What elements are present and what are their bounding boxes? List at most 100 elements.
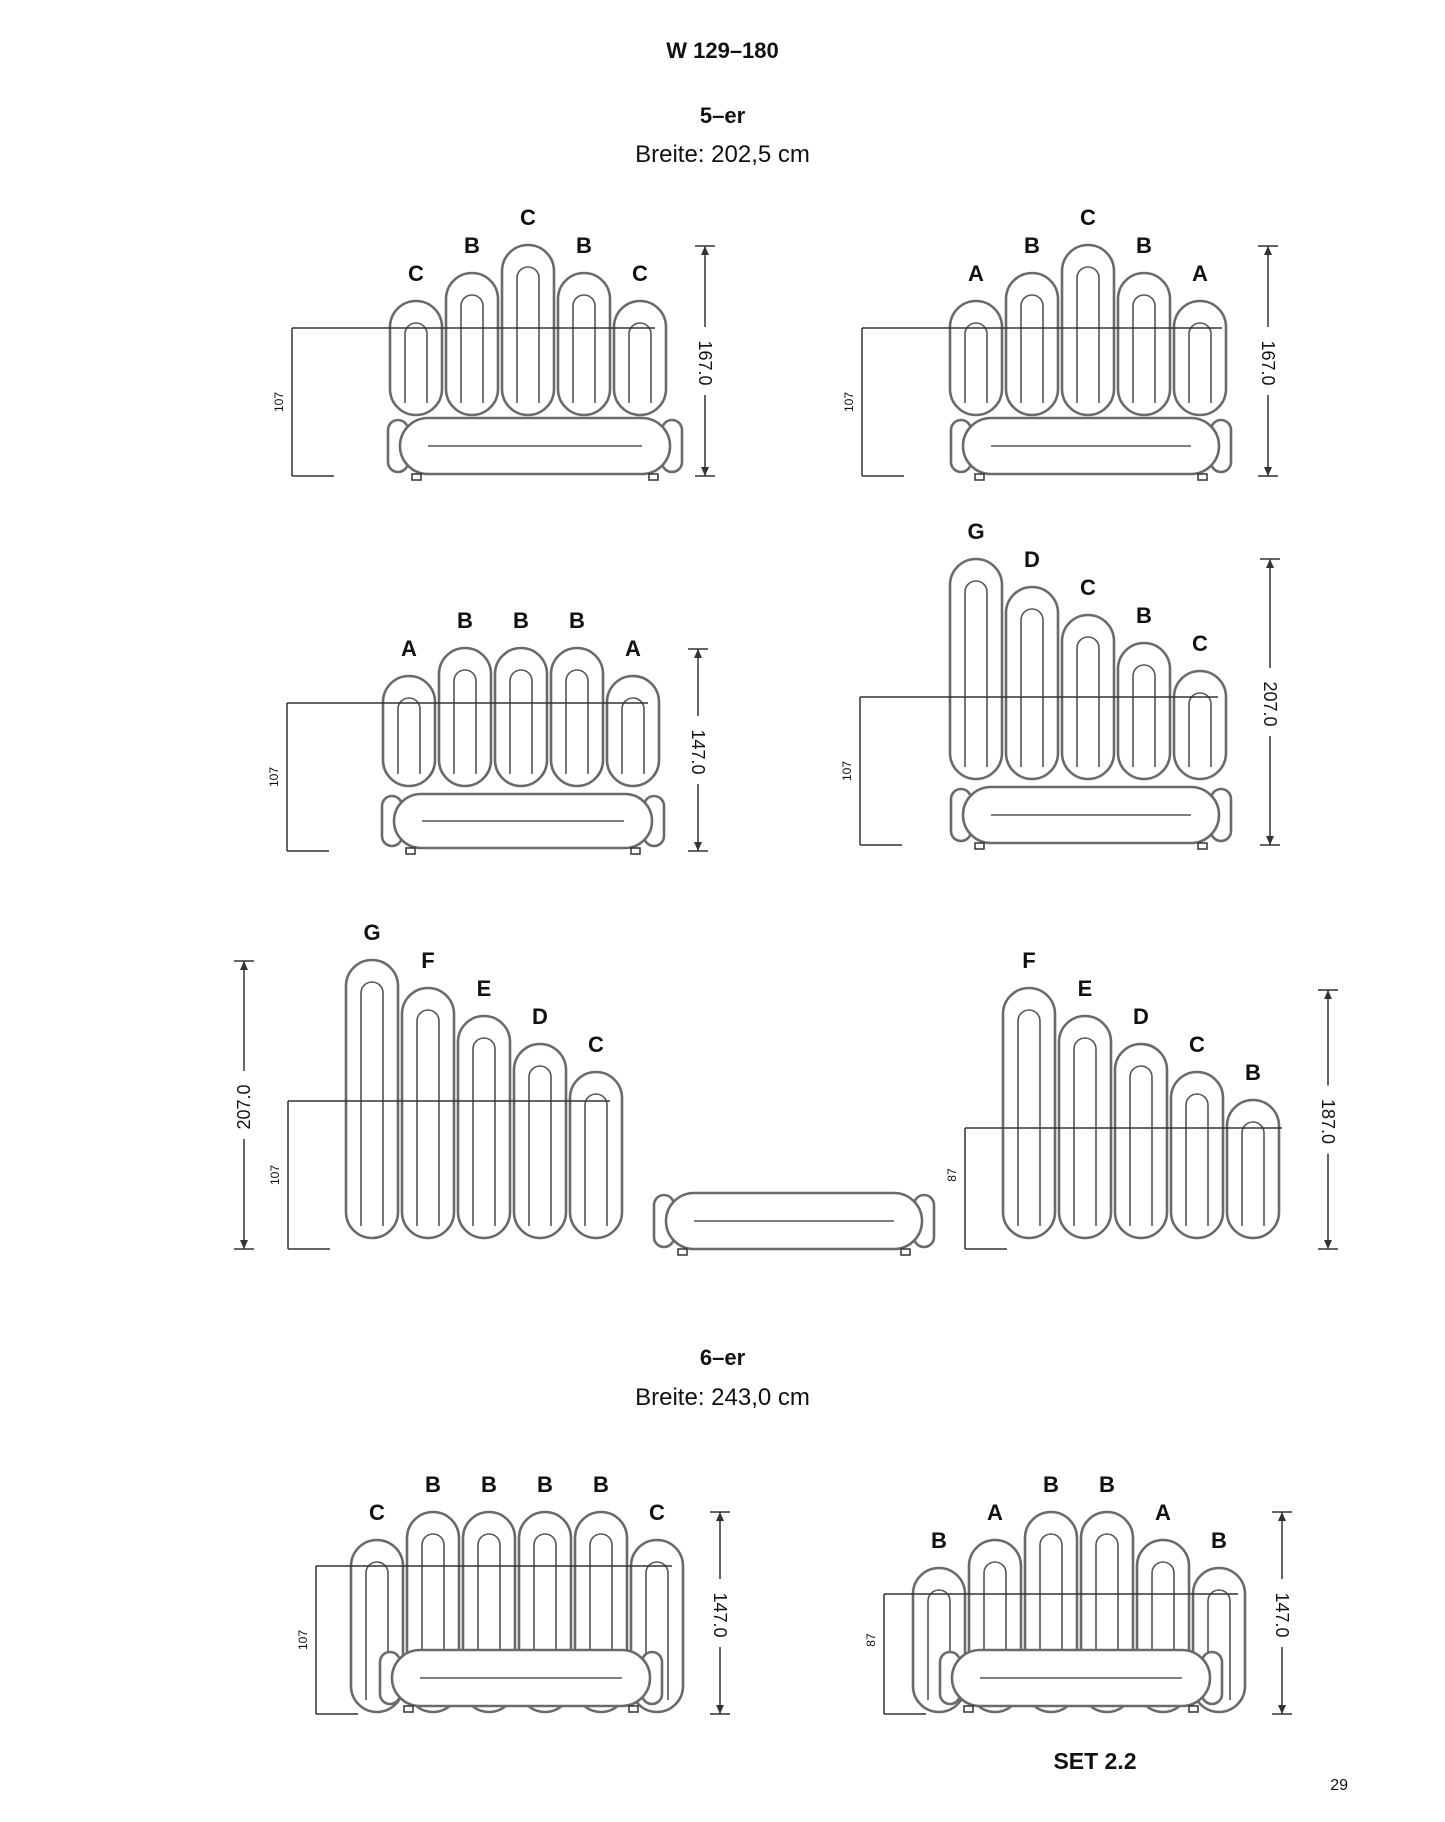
cushion-seam xyxy=(1076,266,1100,403)
backrest-cushion xyxy=(456,1014,512,1240)
cushion-label: F xyxy=(421,948,434,973)
cushion-seam xyxy=(1129,1065,1153,1226)
seat-height-label: 87 xyxy=(864,1633,878,1647)
arrow-head xyxy=(1324,1240,1332,1249)
sofa-foot xyxy=(1197,473,1208,481)
cushion-seam xyxy=(1039,1533,1063,1700)
sofa-foot xyxy=(411,473,422,481)
cushion-seam xyxy=(1188,322,1212,403)
backrest-cushion xyxy=(1172,299,1228,417)
cushion-seam xyxy=(460,294,484,403)
backrest-cushion xyxy=(605,674,661,788)
arrow-head xyxy=(1264,246,1272,255)
cushion-seam xyxy=(453,669,477,774)
backrest-cushion xyxy=(1060,243,1116,417)
cushion-label: B xyxy=(1099,1472,1115,1497)
backrest-cushion xyxy=(388,299,444,417)
arrow-head xyxy=(1278,1705,1286,1714)
label-bg xyxy=(1316,1085,1340,1154)
cushion-label: C xyxy=(649,1500,665,1525)
cushion-seam xyxy=(416,1009,440,1226)
seat-height-label: 107 xyxy=(842,392,856,412)
sofa-foot xyxy=(677,1248,688,1256)
backrest-cushion xyxy=(381,674,437,788)
cushion-label: C xyxy=(369,1500,385,1525)
cushion-label: B xyxy=(1245,1060,1261,1085)
cushion-label: B xyxy=(576,233,592,258)
page-title: W 129–180 xyxy=(666,38,779,63)
cushion-seam xyxy=(472,1037,496,1226)
arrow-head xyxy=(716,1512,724,1521)
cushion-label: C xyxy=(1080,205,1096,230)
cushion-label: B xyxy=(1136,603,1152,628)
backrest-cushion xyxy=(400,986,456,1240)
backrest-cushion xyxy=(1004,271,1060,417)
cushion-seam xyxy=(360,981,384,1226)
label-bg xyxy=(1258,668,1282,736)
cushion-label: A xyxy=(625,636,641,661)
height-label: 147.0 xyxy=(710,1592,730,1637)
backrest-cushion xyxy=(444,271,500,417)
cushion-label: F xyxy=(1022,948,1035,973)
height-label: 167.0 xyxy=(695,340,715,385)
backrest-cushion xyxy=(1169,1070,1225,1240)
cushion-seam xyxy=(477,1533,501,1700)
backrest-cushion xyxy=(549,646,605,788)
cushion-label: A xyxy=(1155,1500,1171,1525)
cushion-seam xyxy=(964,322,988,403)
backrest-cushion xyxy=(1057,1014,1113,1240)
seat-height-label: 107 xyxy=(267,767,281,787)
cushion-label: B xyxy=(1024,233,1040,258)
cushion-label: G xyxy=(967,519,984,544)
cushion-label: B xyxy=(513,608,529,633)
cushion-seam xyxy=(964,580,988,767)
height-label: 147.0 xyxy=(1272,1592,1292,1637)
label-bg xyxy=(1270,1579,1294,1647)
label-bg xyxy=(232,1071,256,1139)
cushion-label: C xyxy=(1189,1032,1205,1057)
backrest-cushion xyxy=(500,243,556,417)
cushion-seam xyxy=(572,294,596,403)
cushion-label: B xyxy=(457,608,473,633)
cushion-label: B xyxy=(425,1472,441,1497)
cushion-seam xyxy=(1017,1009,1041,1226)
sofa-foot xyxy=(403,1705,414,1713)
cushion-seam xyxy=(1188,692,1212,767)
cushion-seam xyxy=(645,1561,669,1700)
set-label: SET 2.2 xyxy=(1053,1748,1137,1774)
cushion-label: A xyxy=(987,1500,1003,1525)
arrow-head xyxy=(716,1705,724,1714)
arrow-head xyxy=(1266,559,1274,568)
cushion-seam xyxy=(565,669,589,774)
cushion-label: C xyxy=(520,205,536,230)
seat-module xyxy=(652,1191,936,1256)
backrest-cushion xyxy=(948,299,1004,417)
cushion-label: E xyxy=(477,976,492,1001)
section-5er-title: 5–er xyxy=(699,103,746,128)
height-label: 207.0 xyxy=(1260,681,1280,726)
cushion-label: C xyxy=(1080,575,1096,600)
arrow-head xyxy=(1278,1512,1286,1521)
cushion-label: C xyxy=(632,261,648,286)
cushion-seam xyxy=(421,1533,445,1700)
backrest-cushion xyxy=(1113,1042,1169,1240)
cushion-label: B xyxy=(593,1472,609,1497)
height-label: 207.0 xyxy=(234,1084,254,1129)
cushion-seam xyxy=(1185,1093,1209,1226)
cushion-seam xyxy=(397,697,421,774)
backrest-cushion xyxy=(1225,1098,1281,1240)
cushion-label: G xyxy=(363,920,380,945)
cushion-seam xyxy=(621,697,645,774)
backrest-cushion xyxy=(1004,585,1060,781)
sofa-foot xyxy=(405,847,416,855)
sofa-foot xyxy=(1197,842,1208,850)
arrow-head xyxy=(701,467,709,476)
sofa-foot xyxy=(630,847,641,855)
cushion-label: B xyxy=(569,608,585,633)
cushion-label: B xyxy=(481,1472,497,1497)
cushion-label: D xyxy=(1133,1004,1149,1029)
